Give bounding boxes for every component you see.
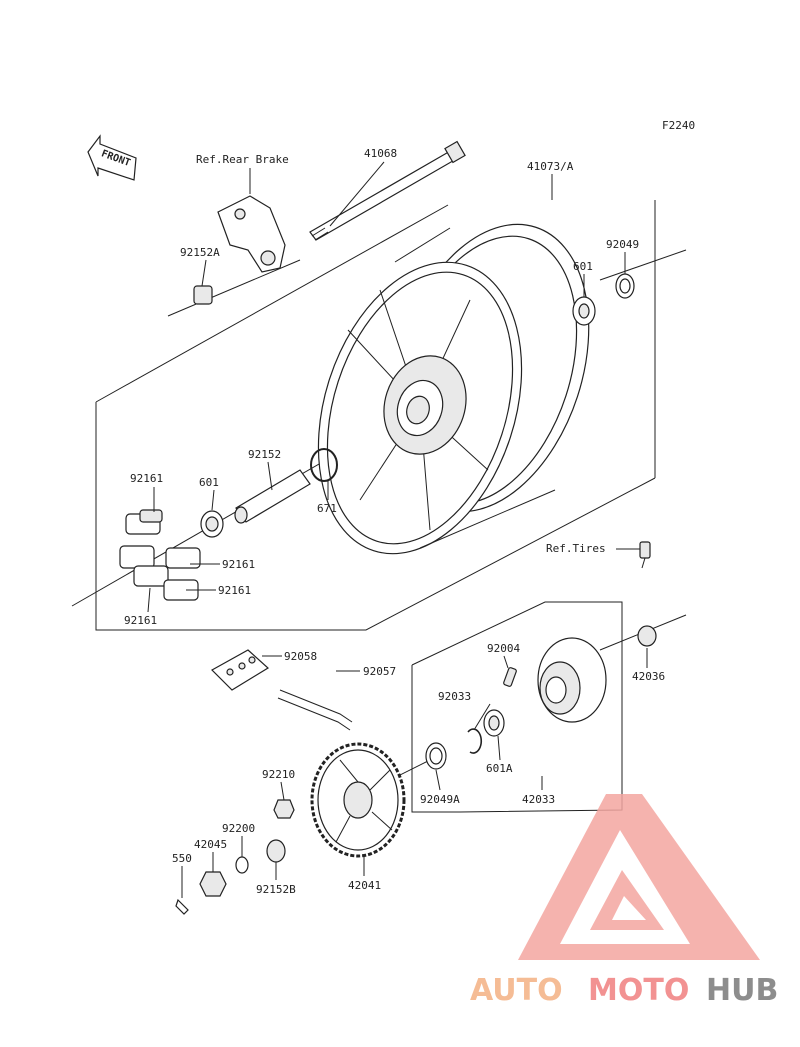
label-92033: 92033 bbox=[438, 690, 471, 703]
watermark-logo: AUTO MOTO HUB bbox=[470, 794, 778, 1008]
label-92004: 92004 bbox=[487, 642, 520, 655]
label-550: 550 bbox=[172, 852, 192, 865]
label-92058: 92058 bbox=[284, 650, 317, 663]
watermark-auto: AUTO bbox=[470, 973, 563, 1008]
label-601A: 601A bbox=[486, 762, 513, 775]
label-92049-top: 92049 bbox=[606, 238, 639, 251]
watermark-moto: MOTO bbox=[588, 973, 689, 1008]
label-42045: 42045 bbox=[194, 838, 227, 851]
bearing-601A-part bbox=[483, 709, 505, 737]
label-41068: 41068 bbox=[364, 147, 397, 160]
damper-92161-set-part bbox=[119, 509, 201, 601]
bearing-601-left-part bbox=[200, 510, 224, 538]
label-92161-a: 92161 bbox=[130, 472, 163, 485]
watermark-hub: HUB bbox=[706, 973, 778, 1008]
label-92161-d: 92161 bbox=[124, 614, 157, 627]
oring-671-part bbox=[310, 448, 338, 482]
wheel-rim-part bbox=[317, 223, 590, 555]
label-92049A: 92049A bbox=[420, 793, 460, 806]
label-42041: 42041 bbox=[348, 879, 381, 892]
part-labels: Ref.Rear Brake 41068 41073/A 92049 601 9… bbox=[124, 147, 665, 896]
label-92161-b: 92161 bbox=[222, 558, 255, 571]
label-92152B: 92152B bbox=[256, 883, 296, 896]
collar-92152-part bbox=[234, 469, 311, 524]
washer-92200-part bbox=[235, 856, 249, 874]
bearing-601-top-part bbox=[572, 296, 596, 326]
label-92161-c: 92161 bbox=[218, 584, 251, 597]
label-92057: 92057 bbox=[363, 665, 396, 678]
label-92210: 92210 bbox=[262, 768, 295, 781]
label-601-left: 601 bbox=[199, 476, 219, 489]
front-arrow-icon: FRONT bbox=[87, 134, 137, 181]
collar-42036-part bbox=[637, 625, 657, 647]
label-92200: 92200 bbox=[222, 822, 255, 835]
sprocket-coupling-part bbox=[537, 637, 607, 723]
rear-sprocket-part bbox=[310, 742, 406, 858]
castle-nut-42045-part bbox=[199, 871, 227, 897]
leader-lines bbox=[147, 161, 648, 898]
tire-valve-part bbox=[616, 541, 651, 569]
figure-code: F2240 bbox=[662, 119, 695, 132]
label-41073A: 41073/A bbox=[527, 160, 574, 173]
collar-92152B-part bbox=[266, 839, 286, 863]
nut-92210-part bbox=[273, 799, 295, 819]
seal-92049-top-part bbox=[615, 273, 635, 299]
seal-92049A-part bbox=[425, 742, 447, 770]
brake-bracket-part bbox=[217, 195, 286, 273]
label-ref-rear-brake: Ref.Rear Brake bbox=[196, 153, 289, 166]
label-42036: 42036 bbox=[632, 670, 665, 683]
cotter-pin-550-part bbox=[175, 898, 189, 915]
chain-adjuster-plate-part bbox=[211, 649, 269, 691]
label-671: 671 bbox=[317, 502, 337, 515]
label-601-top: 601 bbox=[573, 260, 593, 273]
chain-part bbox=[277, 689, 353, 731]
label-92152: 92152 bbox=[248, 448, 281, 461]
circlip-92033-part bbox=[467, 728, 483, 754]
label-92152A: 92152A bbox=[180, 246, 220, 259]
label-ref-tires: Ref.Tires bbox=[546, 542, 606, 555]
axle-part bbox=[309, 140, 466, 241]
collar-92152A-part bbox=[193, 285, 213, 305]
label-42033: 42033 bbox=[522, 793, 555, 806]
stud-92004-part bbox=[503, 667, 517, 687]
